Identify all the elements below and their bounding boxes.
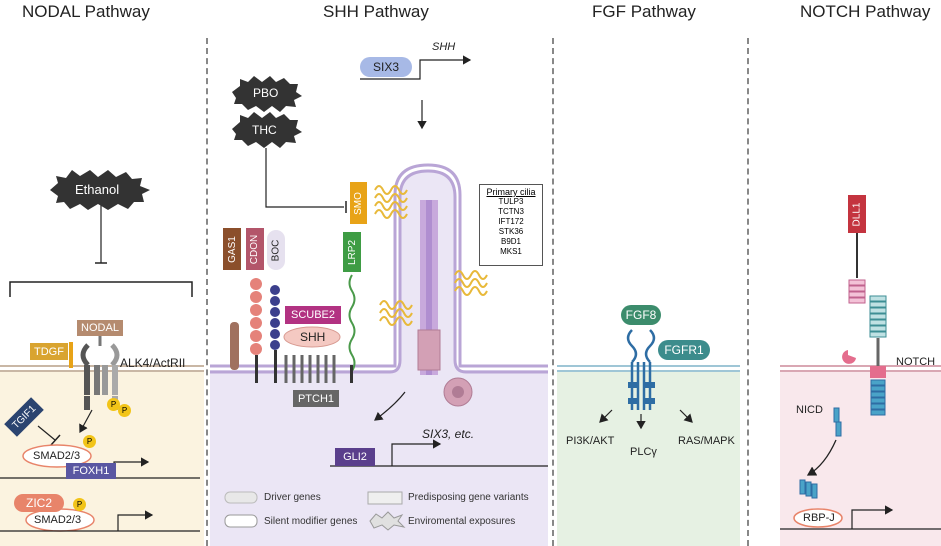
fgf-membrane bbox=[557, 365, 740, 372]
gas1-box: GAS1 bbox=[223, 228, 241, 270]
cilia-genes: TULP3 TCTN3 IFT172 STK36 B9D1 MKS1 bbox=[480, 197, 542, 257]
fgf-title: FGF Pathway bbox=[592, 2, 696, 21]
nicd-bound bbox=[799, 479, 818, 499]
thc-label: THC bbox=[252, 123, 277, 137]
scube2-box: SCUBE2 bbox=[285, 306, 341, 324]
cdon-box: CDON bbox=[246, 228, 264, 270]
cilia-gene: TULP3 bbox=[498, 197, 524, 206]
notch-intracellular bbox=[870, 379, 886, 416]
divider-1 bbox=[206, 38, 208, 546]
zic2-box: ZIC2 bbox=[14, 494, 64, 512]
ethanol-starburst bbox=[50, 170, 150, 210]
ptch1-channel bbox=[284, 355, 336, 383]
legend-driver: Driver genes bbox=[264, 492, 321, 503]
smo-box: SMO bbox=[350, 182, 367, 224]
primary-cilia-box: Primary cilia TULP3 TCTN3 IFT172 STK36 B… bbox=[479, 184, 543, 266]
shh-gene-label: SHH bbox=[432, 41, 456, 53]
pbo-label: PBO bbox=[253, 86, 279, 100]
notch-membrane bbox=[780, 365, 941, 372]
ethanol-label: Ethanol bbox=[75, 182, 120, 197]
ethanol-inhibition bbox=[95, 204, 107, 264]
pi3k-label: PI3K/AKT bbox=[566, 435, 615, 447]
cilia-gene: MKS1 bbox=[500, 247, 522, 256]
dll1-domains bbox=[848, 279, 866, 304]
phospho-1: P bbox=[107, 398, 120, 411]
shh-membrane bbox=[210, 163, 548, 374]
thc-starburst bbox=[232, 112, 302, 148]
phospho-2: P bbox=[118, 404, 131, 417]
cilia-gene: TCTN3 bbox=[498, 207, 524, 216]
nodal-title: NODAL Pathway bbox=[22, 2, 150, 21]
smo-coils bbox=[374, 185, 488, 326]
ras-label: RAS/MAPK bbox=[678, 435, 735, 447]
smad-label-2: SMAD2/3 bbox=[34, 514, 82, 526]
plc-label: PLCγ bbox=[630, 446, 657, 458]
phospho-4: P bbox=[73, 498, 86, 511]
dll1-box: DLL1 bbox=[848, 195, 866, 233]
nicd-fragment bbox=[833, 407, 842, 437]
pbo-starburst bbox=[232, 76, 302, 112]
shh-title: SHH Pathway bbox=[323, 2, 429, 21]
phospho-3: P bbox=[83, 435, 96, 448]
primary-cilia-title: Primary cilia bbox=[486, 187, 536, 197]
divider-3 bbox=[747, 38, 749, 546]
nodal-ligand: NODAL bbox=[77, 320, 123, 336]
legend-predisposing: Predisposing gene variants bbox=[408, 492, 529, 503]
shh-ligand-label: SHH bbox=[300, 330, 326, 344]
smad-label-1: SMAD2/3 bbox=[33, 450, 81, 462]
alk4-label: ALK4/ActRII bbox=[120, 356, 186, 370]
lrp2-box: LRP2 bbox=[343, 232, 361, 272]
divider-2 bbox=[552, 38, 554, 546]
rbpj-label: RBP-J bbox=[803, 512, 835, 524]
targets-label: SIX3, etc. bbox=[422, 427, 475, 441]
cilia-gene: B9D1 bbox=[500, 237, 521, 246]
legend-modifier: Silent modifier genes bbox=[264, 516, 358, 527]
tdgf-box: TDGF bbox=[30, 343, 68, 360]
basal-body bbox=[417, 329, 473, 407]
fgf8-box: FGF8 bbox=[621, 305, 661, 325]
nicd-label: NICD bbox=[796, 404, 823, 416]
cdon-beads bbox=[250, 278, 262, 383]
notch-title: NOTCH Pathway bbox=[800, 2, 931, 21]
foxh1-box: FOXH1 bbox=[66, 463, 116, 479]
gli2-box: GLI2 bbox=[335, 448, 375, 466]
boc-box: BOC bbox=[267, 230, 285, 270]
boc-beads bbox=[270, 285, 280, 383]
nodal-bracket bbox=[9, 281, 193, 297]
fgfr1-box: FGFR1 bbox=[658, 340, 710, 360]
cilia-gene: STK36 bbox=[498, 227, 524, 236]
cilia-gene: IFT172 bbox=[498, 217, 524, 226]
legend-environmental: Enviromental exposures bbox=[408, 516, 516, 527]
ptch1-box: PTCH1 bbox=[293, 390, 339, 407]
notch-label: NOTCH bbox=[896, 356, 936, 368]
notch-egf-repeats bbox=[869, 295, 887, 338]
six3-box: SIX3 bbox=[360, 57, 412, 77]
